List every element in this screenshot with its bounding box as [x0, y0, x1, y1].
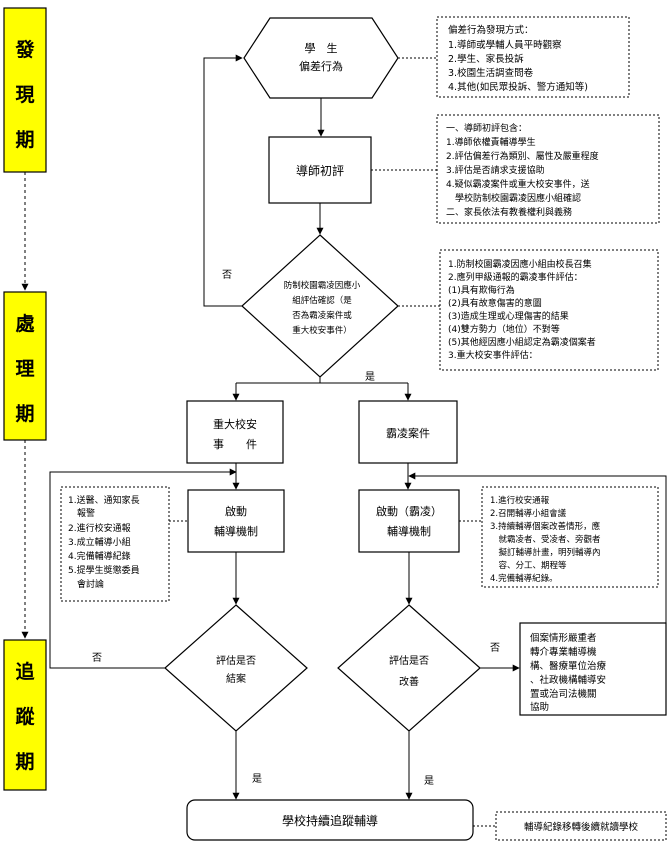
left-steps-line-4: 3.成立輔導小組: [68, 536, 131, 548]
right-steps-line-7: 4.完備輔導紀錄。: [490, 573, 558, 584]
start-line-2: 偏差行為: [299, 59, 343, 73]
initial-eval-note-line-6: 學校防制校園霸凌因應小組確認: [446, 192, 581, 204]
bully-decision-line-3: 否為霸凌案件或: [292, 310, 352, 321]
right-decision-node: 評估是否 改善: [337, 604, 481, 732]
phase-handle-char-1: 處: [15, 313, 35, 335]
left-steps-line-2: 報警: [68, 507, 95, 519]
right-steps-line-1: 1.進行校安通報: [490, 495, 550, 506]
initial-eval-note: 一、導師初評包含： 1.導師依權責輔導學生 2.評估偏差行為類別、屬性及嚴重程度…: [436, 114, 660, 224]
bully-note-line-1: 1.防制校園霸凌因應小組由校長召集: [448, 258, 592, 270]
bully-note-line-6: (4)雙方勢力（地位）不對等: [448, 323, 560, 335]
right-mechanism-node: 啟動（霸凌） 輔導機制: [358, 489, 460, 553]
initial-eval-note-line-1: 一、導師初評包含：: [446, 122, 527, 134]
left-decision-node: 評估是否 結案: [164, 604, 308, 732]
initial-eval-note-line-7: 二、家長依法有教養權利與義務: [446, 206, 572, 218]
bully-note-line-3: (1)具有欺侮行為: [448, 284, 515, 296]
phase-track-char-3: 期: [15, 751, 34, 773]
phase-discover-char-2: 現: [15, 84, 34, 106]
transfer-note: 輔導紀錄移轉後續就讀學校: [495, 811, 667, 841]
initial-eval-label: 導師初評: [296, 163, 344, 178]
referral-line-5: 置或治司法機關: [530, 688, 597, 700]
referral-loop-edge: [408, 472, 667, 668]
start-line-1: 學 生: [305, 41, 338, 55]
edge-label-no-top: 否: [222, 269, 232, 281]
referral-line-1: 個案情形嚴重者: [530, 632, 597, 644]
right-steps-line-6: 容、分工、期程等: [490, 560, 567, 571]
right-steps-line-2: 2.召開輔導小組會議: [490, 508, 567, 519]
left-steps-line-1: 1.送醫、通知家長: [68, 494, 140, 506]
phase-handle-char-2: 理: [15, 358, 34, 380]
left-mechanism-node: 啟動 輔導機制: [187, 489, 285, 553]
major-incident-node: 重大校安 事 件: [186, 400, 284, 464]
bully-note-line-5: (3)造成生理或心理傷害的結果: [448, 310, 569, 322]
phase-handle-char-3: 期: [15, 403, 34, 425]
discovery-note-line-4: 3.校園生活調查問卷: [448, 67, 534, 79]
right-steps-note: 1.進行校安通報 2.召開輔導小組會議 3.持續輔導個案改善情形，應 就霸凌者、…: [481, 486, 659, 588]
initial-eval-note-line-4: 3.評估是否請求支援協助: [446, 164, 545, 176]
initial-eval-note-line-3: 2.評估偏差行為類別、屬性及嚴重程度: [446, 150, 599, 162]
discovery-note-line-2: 1.導師或學輔人員平時觀察: [448, 39, 562, 51]
edge-label-yes-right: 是: [424, 775, 434, 787]
bully-decision-node: 防制校園霸凌因應小 組評估確認（是 否為霸凌案件或 重大校安事件）: [241, 234, 399, 378]
left-steps-line-3: 2.進行校安通報: [68, 522, 131, 534]
left-mechanism-line-1: 啟動: [225, 504, 247, 518]
left-mechanism-line-2: 輔導機制: [214, 524, 258, 538]
bully-decision-line-1: 防制校園霸凌因應小: [284, 280, 361, 291]
phase-track-box: [3, 639, 47, 791]
bully-note-line-7: (5)其他經因應小組認定為霸凌個案者: [448, 336, 596, 348]
bully-case-node: 霸凌案件: [358, 400, 458, 464]
bully-decision-line-4: 重大校安事件）: [292, 325, 352, 336]
edge-label-yes-left: 是: [252, 773, 262, 785]
right-steps-line-4: 就霸凌者、受凌者、旁觀者: [490, 534, 601, 545]
left-decision-line-2: 結案: [226, 672, 246, 685]
referral-line-3: 構、醫療單位治療: [530, 660, 607, 672]
end-node: 學校持續追蹤輔導: [186, 799, 474, 841]
discovery-note-line-3: 2.學生、家長投訴: [448, 53, 524, 65]
initial-eval-note-line-2: 1.導師依權責輔導學生: [446, 136, 536, 148]
right-decision-line-1: 評估是否: [389, 654, 429, 667]
right-steps-line-5: 擬訂輔導計畫，明列輔導內: [490, 547, 601, 558]
bully-note-line-8: 3.重大校安事件評估：: [448, 349, 538, 361]
phase-discover-char-1: 發: [14, 38, 35, 61]
edge-label-no-right: 否: [490, 642, 500, 654]
bully-case-label: 霸凌案件: [386, 426, 430, 440]
referral-line-6: 協助: [530, 701, 549, 713]
left-no-loop-edge: [49, 468, 237, 669]
no-loop-edge: [203, 54, 243, 307]
bully-note-line-4: (2)具有故意傷害的意圖: [448, 297, 542, 309]
referral-line-2: 轉介專業輔導機: [530, 646, 597, 658]
left-decision-line-1: 評估是否: [216, 654, 256, 667]
major-incident-line-2: 事 件: [213, 438, 257, 451]
left-steps-line-7: 會討論: [68, 578, 104, 590]
discovery-note: 偏差行為發現方式： 1.導師或學輔人員平時觀察 2.學生、家長投訴 3.校園生活…: [436, 16, 630, 98]
discovery-note-line-1: 偏差行為發現方式：: [448, 24, 534, 36]
discovery-note-line-5: 4.其他(如民眾投訴、警方通知等): [448, 81, 588, 93]
right-decision-line-2: 改善: [399, 675, 419, 688]
bully-note-line-2: 2.應列甲級通報的霸凌事件評估：: [448, 271, 583, 283]
phase-column: 發 現 期 處 理 期 追 蹤 期: [3, 7, 47, 791]
initial-eval-note-line-5: 4.疑似霸凌案件或重大校安事件，送: [446, 178, 590, 190]
major-incident-line-1: 重大校安: [213, 417, 257, 431]
left-steps-line-5: 4.完備輔導紀錄: [68, 550, 131, 562]
edge-label-no-left: 否: [92, 652, 102, 664]
edge-label-yes-bully: 是: [365, 371, 375, 383]
bully-group-note: 1.防制校園霸凌因應小組由校長召集 2.應列甲級通報的霸凌事件評估： (1)具有…: [439, 249, 659, 371]
transfer-note-text: 輔導紀錄移轉後續就讀學校: [524, 821, 639, 833]
phase-track-char-1: 追: [15, 660, 34, 683]
referral-line-4: 、社政機構輔導安: [530, 674, 606, 686]
phase-discover-box: [3, 7, 47, 173]
right-steps-line-3: 3.持續輔導個案改善情形，應: [490, 521, 601, 532]
end-label: 學校持續追蹤輔導: [282, 813, 378, 828]
phase-discover-char-3: 期: [15, 129, 34, 151]
referral-node: 個案情形嚴重者 轉介專業輔導機 構、醫療單位治療 、社政機構輔導安 置或治司法機…: [519, 622, 667, 716]
left-steps-note: 1.送醫、通知家長 報警 2.進行校安通報 3.成立輔導小組 4.完備輔導紀錄 …: [60, 486, 170, 602]
left-steps-line-6: 5.提學生獎懲委員: [68, 564, 140, 576]
right-mechanism-line-1: 啟動（霸凌）: [376, 504, 442, 518]
initial-eval-node: 導師初評: [268, 136, 372, 204]
start-node: 學 生 偏差行為: [243, 17, 399, 99]
phase-handle-box: [3, 291, 47, 441]
bully-decision-line-2: 組評估確認（是: [292, 295, 352, 306]
right-mechanism-line-2: 輔導機制: [387, 524, 431, 538]
phase-track-char-2: 蹤: [15, 705, 35, 728]
